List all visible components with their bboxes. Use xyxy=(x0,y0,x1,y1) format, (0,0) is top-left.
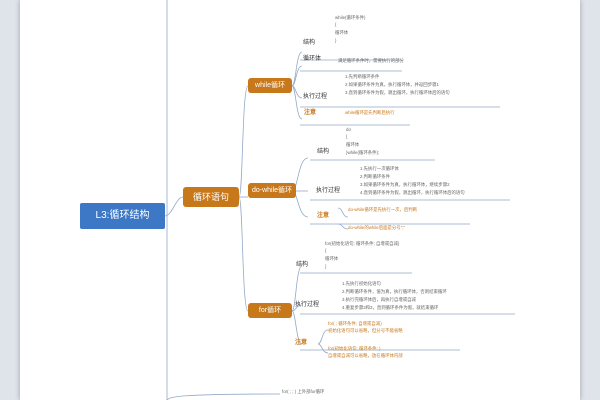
for-step-3: 3.执行完循环体后，再执行自增或自减 xyxy=(342,297,416,302)
while-process-label: 执行过程 xyxy=(303,94,328,100)
do-while-structure-label: 结构 xyxy=(317,149,330,155)
root-node[interactable]: L3:循环结构 xyxy=(80,203,165,229)
for-step-2: 2.判断循环条件，值为真，执行循环体，否则结束循环 xyxy=(342,289,447,294)
do-while-structure-line-2: { xyxy=(346,134,348,139)
while-note-label: 注意 xyxy=(304,110,317,116)
do-while-step-2: 2.判断循环条件 xyxy=(360,174,391,179)
while-loop-node[interactable]: while循环 xyxy=(248,78,292,93)
for-note-1-line-2: 初始化语句可以省略，但分号不能省略 xyxy=(328,328,403,333)
do-while-step-3: 3.如果循环条件为真，执行循环体，继续步骤2 xyxy=(360,182,450,187)
do-while-note-1: do-while循环是先执行一次，后判断 xyxy=(348,207,418,212)
while-structure-line-1: while(循环条件) xyxy=(335,15,366,20)
loop-statements-node[interactable]: 循环语句 xyxy=(183,187,239,207)
do-while-note-label: 注意 xyxy=(317,213,330,219)
for-note-2-line-2: 自增或自减可以省略，放在循环体内部 xyxy=(328,353,403,358)
while-body-text: 满足循环条件时，需要执行的部分 xyxy=(338,58,404,63)
do-while-process-label: 执行过程 xyxy=(316,188,341,194)
do-while-step-1: 1.先执行一次循环体 xyxy=(360,166,399,171)
do-while-loop-node[interactable]: do-while循环 xyxy=(248,183,296,198)
while-structure-line-3: 循环体 xyxy=(335,30,349,35)
for-step-1: 1.先执行初始化语句 xyxy=(342,281,381,286)
for-process-label: 执行过程 xyxy=(295,302,320,308)
while-note-text: while循环是先判断后执行 xyxy=(345,110,395,115)
for-note-2-line-1: for(初始化语句; 循环条件; ) xyxy=(328,346,381,351)
while-structure-line-4: } xyxy=(335,38,337,43)
bottom-branch-text: for( ; ; ) 上外部for循环 xyxy=(282,389,325,394)
for-structure-line-3: 循环体 xyxy=(325,256,339,261)
while-structure-label: 结构 xyxy=(303,40,316,46)
do-while-note-2: do-while的while后面是分号";" xyxy=(348,225,406,230)
while-body-label: 循环体 xyxy=(303,56,322,62)
for-loop-node[interactable]: for循环 xyxy=(248,303,292,318)
for-structure-label: 结构 xyxy=(296,262,309,268)
for-structure-line-4: } xyxy=(325,264,327,269)
for-structure-line-2: { xyxy=(325,248,327,253)
while-step-1: 1.先判断循环条件 xyxy=(345,74,380,79)
do-while-structure-line-1: do xyxy=(346,127,351,132)
for-note-1-line-1: for( ; 循环条件; 自增或自减) xyxy=(328,321,382,326)
while-structure-line-2: { xyxy=(335,22,337,27)
do-while-structure-line-3: 循环体 xyxy=(346,142,360,147)
do-while-step-4: 4.直到循环条件为假，跳出循环，执行循环体后的语句 xyxy=(360,190,465,195)
for-note-label: 注意 xyxy=(295,340,308,346)
for-structure-line-1: for(初始化语句; 循环条件; 自增或自减) xyxy=(325,241,400,246)
while-step-2: 2.如果循环条件为真，执行循环体，并返回步骤1 xyxy=(345,82,439,87)
while-step-3: 3.直到循环条件为假，跳出循环，执行循环体后的语句 xyxy=(345,90,450,95)
do-while-structure-line-4: }while(循环条件); xyxy=(346,150,380,155)
for-step-4: 4.重复步骤2和3，直到循环条件为假，就结束循环 xyxy=(342,305,439,310)
